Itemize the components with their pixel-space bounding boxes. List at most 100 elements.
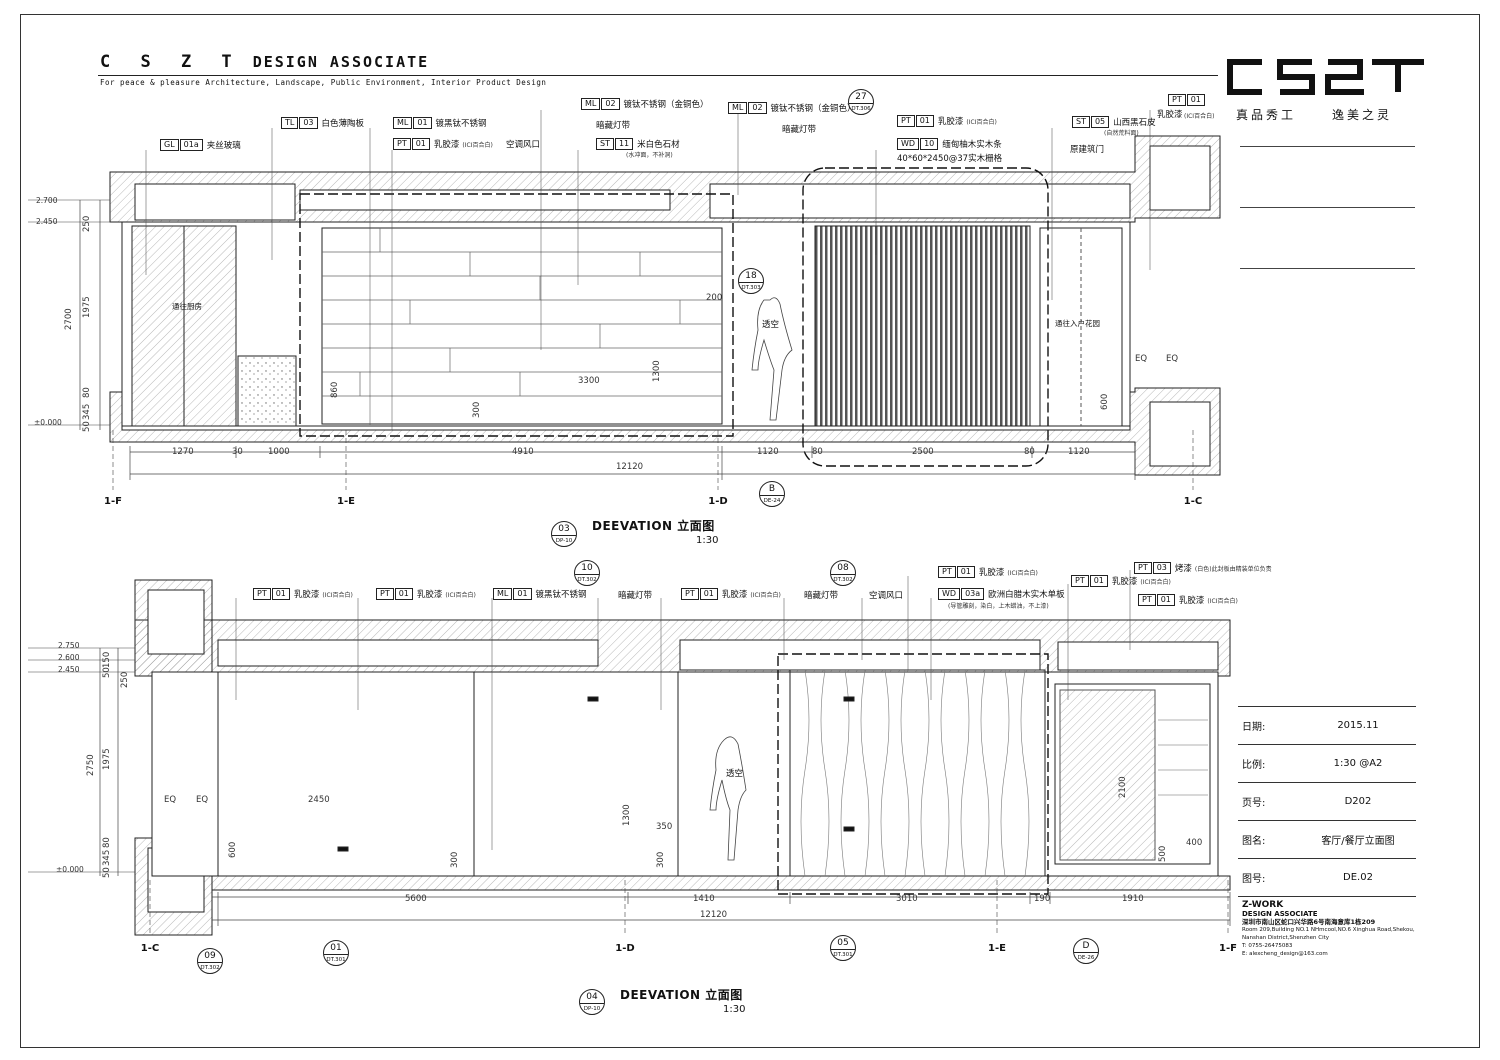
- info-row-number: 图号:DE.02: [1238, 859, 1416, 897]
- company-name: Z-WORK: [1242, 900, 1284, 910]
- title-block: 日期:2015.11 比例:1:30 @A2 页号:D202 图名:客厅/餐厅立…: [1238, 706, 1416, 897]
- dim-2500: 2500: [912, 447, 934, 457]
- idim-600: 600: [1100, 393, 1110, 410]
- rule-1: [1240, 146, 1415, 147]
- axis-1c-a: 1-C: [1183, 496, 1203, 507]
- idim2-2100: 2100: [1118, 776, 1128, 798]
- dim2-1910: 1910: [1122, 894, 1144, 904]
- idim2-300-b: 300: [656, 851, 666, 868]
- vdim-1975: 1975: [82, 296, 92, 318]
- note-pt01-c: (ICI百合白): [1184, 113, 1215, 120]
- idim-eq-b: EQ: [1166, 354, 1179, 364]
- header-rule: [98, 75, 1218, 76]
- idim2-400: 400: [1186, 838, 1203, 848]
- elev1-title: DEEVATION 立面图: [592, 519, 715, 533]
- idim2-eq-a: EQ: [164, 795, 177, 805]
- vdim-2700: 2700: [64, 308, 74, 330]
- idim2-2450: 2450: [308, 795, 330, 805]
- axis-1f-a: 1-F: [104, 496, 122, 507]
- spec-wd10: 40*60*2450@37实木栅格: [897, 154, 1003, 164]
- dim2-5600: 5600: [405, 894, 427, 904]
- elev1-structure: [28, 110, 1221, 490]
- idim2-600: 600: [228, 841, 238, 858]
- dim-1000: 1000: [268, 447, 290, 457]
- idim2-300-a: 300: [450, 851, 460, 868]
- axis-1d-b: 1-D: [615, 943, 635, 954]
- rule-3: [1240, 268, 1415, 269]
- vdim2-80: 80: [102, 837, 112, 848]
- label-to-kitchen: 通往厨房: [172, 302, 202, 311]
- note-wd03a: (导管雕刻，染白，上木蜡油，不上漆): [948, 603, 1049, 610]
- dim-1120-a: 1120: [757, 447, 779, 457]
- vdim-50: 50: [82, 421, 92, 432]
- dim-80-b: 80: [1024, 447, 1035, 457]
- elev2-title: DEEVATION 立面图: [620, 988, 743, 1002]
- slogan: 真品秀工逸美之灵: [1236, 108, 1393, 122]
- dim-total-2: 12120: [700, 910, 728, 920]
- company-email: E: alexcheng_design@163.com: [1242, 951, 1328, 957]
- level2-2750: 2.750: [58, 641, 80, 650]
- label-ac-vent: 空调风口: [506, 140, 541, 150]
- elev2-structure: [28, 570, 1231, 936]
- company-tel: T: 0755-26475083: [1242, 943, 1293, 949]
- company-en-address-2: Nanshan District,Shenzhen City: [1242, 935, 1330, 941]
- level2-2450: 2.450: [58, 665, 80, 674]
- company-en-address-1: Room 209,Building NO.1 NHmcool,NO.6 Xing…: [1242, 927, 1415, 933]
- idim-eq-a: EQ: [1135, 354, 1148, 364]
- vdim-345: 345: [82, 403, 92, 420]
- info-row-name: 图名:客厅/餐厅立面图: [1238, 821, 1416, 859]
- idim-860: 860: [330, 381, 340, 398]
- vdim2-250: 250: [120, 671, 130, 688]
- vdim2-50b: 50: [102, 867, 112, 878]
- axis-1d-a: 1-D: [708, 496, 728, 507]
- idim2-eq-b: EQ: [196, 795, 209, 805]
- elev1-scale: 1:30: [696, 535, 719, 546]
- level-2700: 2.700: [36, 196, 58, 205]
- vdim-250: 250: [82, 215, 92, 232]
- vdim-80: 80: [82, 387, 92, 398]
- idim2-500: 500: [1158, 845, 1168, 862]
- dim2-1410: 1410: [693, 894, 715, 904]
- cszt-logo: [1227, 59, 1424, 95]
- level-0: ±0.000: [34, 418, 62, 427]
- brand-subtitle: For peace & pleasure Architecture, Lands…: [100, 78, 547, 87]
- idim2-350: 350: [656, 822, 673, 832]
- idim2-1300: 1300: [622, 804, 632, 826]
- note-st11: (水冲面，不补洞): [626, 152, 673, 159]
- label-pt01-c: 乳胶漆: [1157, 110, 1183, 120]
- dim-1270: 1270: [172, 447, 194, 457]
- label2-hidden-strip-1: 暗藏灯带: [618, 591, 653, 601]
- label2-hidden-strip-2: 暗藏灯带: [804, 591, 839, 601]
- idim-1300: 1300: [652, 360, 662, 382]
- axis-1f-b: 1-F: [1219, 943, 1237, 954]
- info-row-page: 页号:D202: [1238, 783, 1416, 821]
- axis-1e-b: 1-E: [988, 943, 1006, 954]
- vdim2-345: 345: [102, 849, 112, 866]
- dim-80-a: 80: [812, 447, 823, 457]
- company-subname: DESIGN ASSOCIATE: [1242, 910, 1318, 918]
- info-row-date: 日期:2015.11: [1238, 706, 1416, 745]
- dim2-3010: 3010: [896, 894, 918, 904]
